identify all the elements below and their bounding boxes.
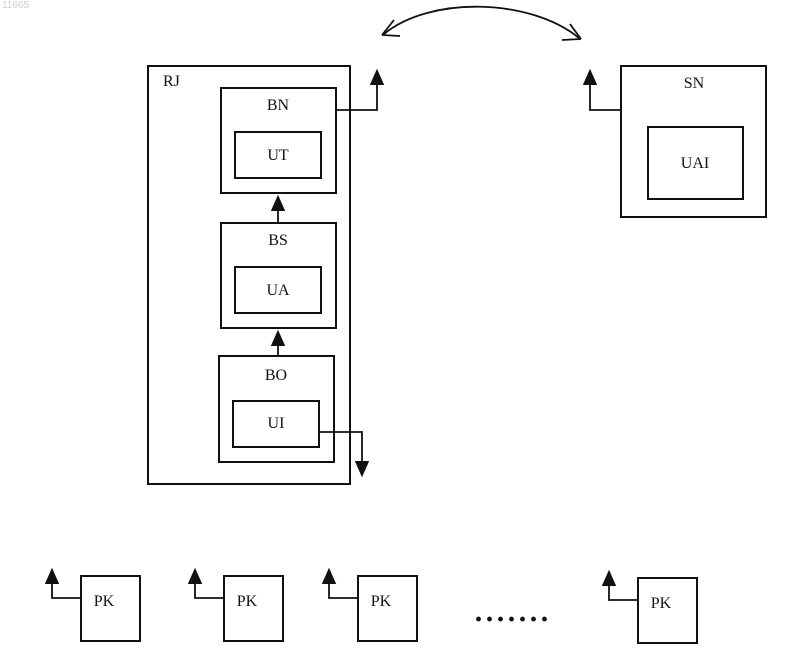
ui-label: UI xyxy=(268,415,285,432)
arrow-sn-out xyxy=(590,76,621,110)
ut-label: UT xyxy=(267,147,289,164)
sn-node: SN UAI xyxy=(621,66,766,217)
rj-label: RJ xyxy=(163,73,180,90)
bs-node: BS UA xyxy=(221,223,336,328)
bs-label: BS xyxy=(268,232,288,249)
bn-label: BN xyxy=(267,97,290,114)
pk-label-1: PK xyxy=(94,593,115,610)
pk-label-2: PK xyxy=(237,593,258,610)
sn-label: SN xyxy=(684,75,705,92)
bo-node: BO UI xyxy=(219,356,334,462)
pk-node-1: PK xyxy=(52,575,140,641)
pk-ellipsis: ······· xyxy=(473,603,550,636)
bo-label: BO xyxy=(265,367,287,384)
bn-node: BN UT xyxy=(221,88,336,193)
arrow-ui-out xyxy=(319,432,362,470)
pk-node-3: PK xyxy=(329,575,417,641)
pk-label-3: PK xyxy=(371,593,392,610)
uai-label: UAI xyxy=(681,155,709,172)
pk-node-4: PK xyxy=(609,577,697,643)
ua-label: UA xyxy=(266,282,290,299)
pk-node-2: PK xyxy=(195,575,283,641)
link-curve xyxy=(384,7,579,38)
arrow-bn-out xyxy=(336,76,377,110)
pk-label-4: PK xyxy=(651,595,672,612)
